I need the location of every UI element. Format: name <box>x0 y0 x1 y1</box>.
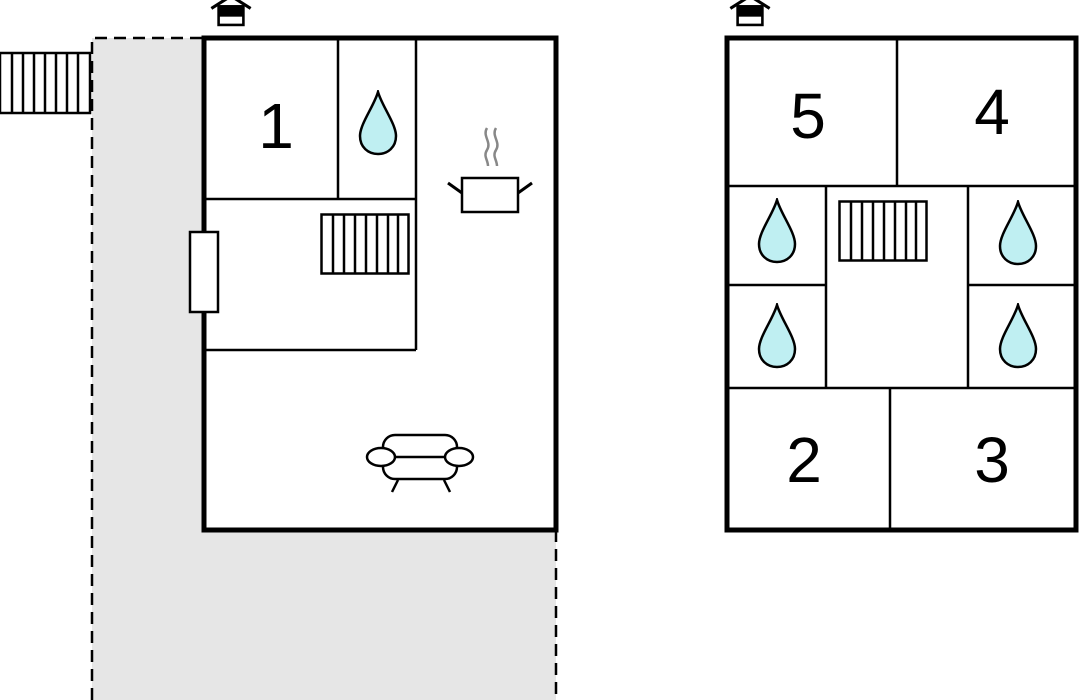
upper-floor: 5 4 2 3 <box>724 0 1079 533</box>
ground-floor-inner-walls <box>204 38 418 352</box>
upper-floor-outer-wall <box>724 35 1079 533</box>
entrance-icon <box>728 0 772 27</box>
room-label: 1 <box>258 90 294 162</box>
room-label: 4 <box>974 76 1010 148</box>
cooking-pot-icon <box>447 127 533 214</box>
terrace-outline <box>90 36 558 700</box>
ground-floor: 1 <box>0 0 559 700</box>
room-label: 2 <box>786 424 822 496</box>
window-icon <box>188 230 220 314</box>
room-label: 5 <box>790 80 826 152</box>
staircase-icon <box>838 200 928 262</box>
entrance-icon <box>209 0 253 27</box>
sofa-icon <box>365 433 475 493</box>
upper-floor-inner-walls <box>727 38 1076 530</box>
staircase-icon <box>320 213 410 275</box>
exterior-stairs-icon <box>0 51 92 115</box>
terrace-area <box>92 38 556 700</box>
room-label: 3 <box>974 424 1010 496</box>
